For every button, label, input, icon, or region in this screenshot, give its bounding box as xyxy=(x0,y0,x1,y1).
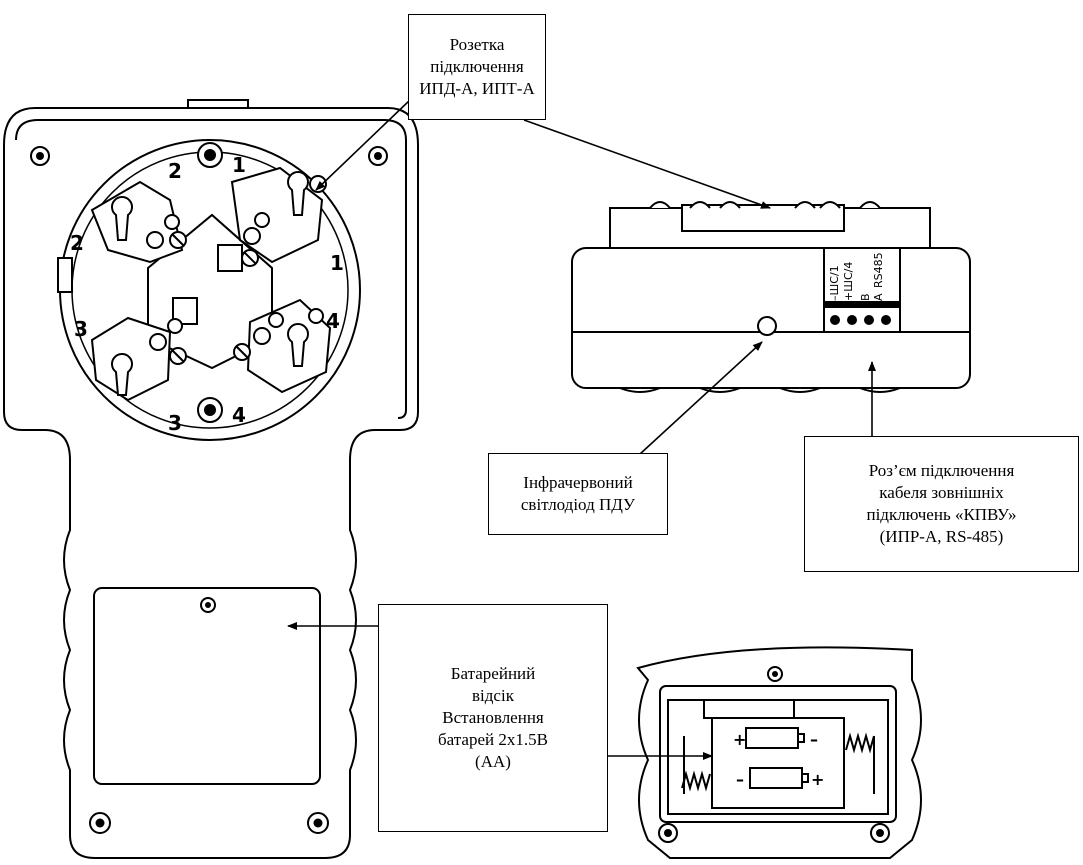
corner-screw-top-right xyxy=(368,146,388,166)
polarity-top-plus: + xyxy=(733,730,746,749)
socket-number-lower-left: 3 xyxy=(74,317,88,341)
callout-connector-line-3: підключень «КПВУ» xyxy=(866,505,1017,524)
callout-connector-line-4: (ИПР-А, RS-485) xyxy=(879,527,1004,546)
callout-connector-line-1: Роз’єм підключення xyxy=(868,461,1015,480)
socket-screw-bottom xyxy=(197,397,223,423)
callout-battery-line-5: (АА) xyxy=(475,752,511,771)
callout-battery-compartment: Батарейний відсік Встановлення батарей 2… xyxy=(378,604,608,832)
callout-ir-led: Інфрачервоний світлодіод ПДУ xyxy=(488,453,668,535)
callout-battery-line-4: батарей 2х1.5В xyxy=(438,730,548,749)
socket-number-bottom-left: 3 xyxy=(168,411,182,435)
terminal-label-shs1: –ШС/1 xyxy=(828,265,841,301)
socket-number-left: 2 xyxy=(70,231,84,255)
battery-cover xyxy=(93,587,321,785)
spring-contact-bottom-left xyxy=(681,770,711,792)
callout-ir-led-line-1: Інфрачервоний xyxy=(523,473,633,492)
socket-number-lower-right: 4 xyxy=(326,309,340,333)
corner-screw-top-left xyxy=(30,146,50,166)
battery-compartment-detail xyxy=(636,646,922,859)
arrow-socket-to-top-view xyxy=(523,119,771,209)
terminal-labels: –ШС/1 +ШС/4 B A RS485 xyxy=(828,252,885,301)
callout-battery-line-3: Встановлення xyxy=(442,708,544,727)
callout-socket-line-3: ИПД-А, ИПТ-А xyxy=(419,79,535,98)
spring-contact-top-right xyxy=(845,732,875,754)
terminal-label-b: B xyxy=(859,293,872,301)
polarity-bottom-minus: – xyxy=(736,770,744,789)
callout-socket-line-1: Розетка xyxy=(449,35,505,54)
detector-socket xyxy=(57,139,361,441)
callout-battery-line-2: відсік xyxy=(472,686,514,705)
socket-number-right: 1 xyxy=(330,251,344,275)
device-top-view xyxy=(571,201,971,393)
callout-ir-led-line-2: світлодіод ПДУ xyxy=(520,495,636,514)
polarity-top-minus: – xyxy=(810,730,818,749)
battery-symbol-bottom xyxy=(749,767,809,789)
battery-symbol-top xyxy=(745,727,805,749)
socket-number-top-right: 1 xyxy=(232,153,246,177)
socket-number-top-left: 2 xyxy=(168,159,182,183)
bottom-screw-right xyxy=(307,812,329,834)
callout-battery-line-1: Батарейний xyxy=(450,664,536,683)
terminal-label-rs485: RS485 xyxy=(872,252,885,288)
arrow-socket-to-detector xyxy=(315,99,411,191)
compartment-screw-top xyxy=(767,666,783,682)
compartment-screw-bottom-right xyxy=(870,823,890,843)
socket-screw-top xyxy=(197,142,223,168)
callout-socket-line-2: підключення xyxy=(430,57,524,76)
polarity-bottom-plus: + xyxy=(811,770,824,789)
callout-external-connector: Роз’єм підключення кабеля зовнішніх підк… xyxy=(804,436,1079,572)
compartment-screw-bottom-left xyxy=(658,823,678,843)
socket-number-bottom-right: 4 xyxy=(232,403,246,427)
arrow-to-ir-led xyxy=(639,341,763,455)
bottom-screw-left xyxy=(89,812,111,834)
terminal-label-a: A xyxy=(872,293,885,301)
terminal-label-shs4: +ШС/4 xyxy=(842,262,855,301)
callout-detector-socket: Розетка підключення ИПД-А, ИПТ-А xyxy=(408,14,546,120)
callout-connector-line-2: кабеля зовнішніх xyxy=(879,483,1004,502)
